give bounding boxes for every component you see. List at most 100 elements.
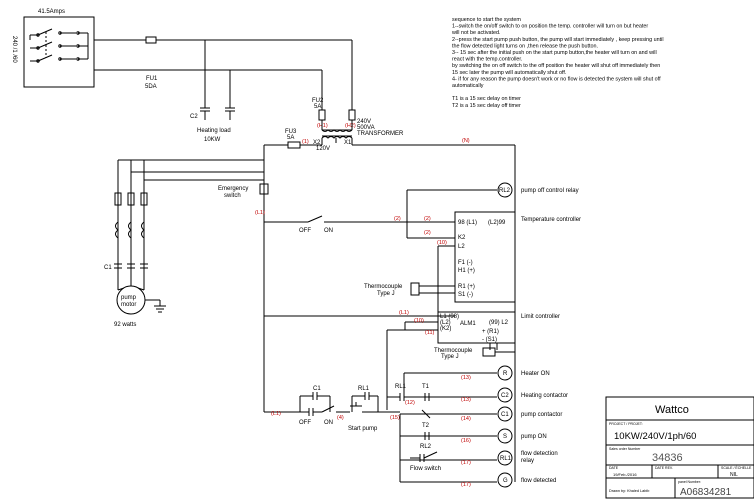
- off-label: OFF: [299, 228, 311, 234]
- rev-label: DATE REV.: [655, 466, 673, 470]
- flow-detected-label: flow detected: [521, 478, 556, 484]
- note-line: 4- if for any reason the pump doesn't wo…: [452, 76, 661, 82]
- wire-13b: (13): [461, 397, 471, 403]
- date-value: 19/Feb./2016: [613, 472, 637, 477]
- wire-l1-mid: (L1): [399, 310, 409, 316]
- ground-symbol: [145, 299, 166, 313]
- lc-alm: ALM1: [460, 321, 476, 327]
- lc-99: (99) L2: [489, 320, 509, 326]
- wire-12: (12): [405, 400, 415, 406]
- control-bus-top: [263, 144, 516, 482]
- motor-fuse-2: [127, 192, 135, 206]
- temperature-controller-box: [454, 211, 516, 303]
- rl1-t1-contacts: [387, 393, 430, 401]
- lamp-r-label: R: [503, 371, 508, 377]
- transformer-voltage: 240V: [357, 119, 371, 125]
- order-number: 34836: [652, 452, 683, 464]
- pump-on-lamp: [497, 428, 513, 444]
- fu2-fuse-left: [318, 109, 326, 121]
- lc-s1: - (S1): [482, 337, 497, 343]
- wire-16: (16): [461, 438, 471, 444]
- heating-contactor-coil: [497, 387, 513, 403]
- wire-17b: (17): [461, 482, 471, 488]
- fu2-rating: 5A: [314, 104, 321, 110]
- note-line: sequence to start the system: [452, 17, 521, 23]
- heating-load-label: Heating load: [197, 128, 231, 134]
- tc-k2: K2: [458, 235, 466, 241]
- pump-on-label: pump ON: [521, 434, 547, 440]
- motor-branch: [29, 35, 264, 290]
- contact-rl1-label: RL1: [395, 384, 407, 390]
- tc-l1: 98 (L1): [458, 220, 477, 226]
- on-off-switch-line: [264, 215, 455, 223]
- fu1-rating: 5DA: [145, 84, 157, 90]
- start-pump-label: Start pump: [348, 426, 378, 432]
- limit-controller-label: Limit controller: [521, 314, 560, 320]
- fu3-rating: 5A: [287, 135, 294, 141]
- drawn-by: Drawn by: Khaled Labib: [609, 489, 649, 493]
- heating-contact-c2: [200, 107, 235, 120]
- transformer-symbol: [321, 120, 353, 145]
- on-label: ON: [324, 228, 333, 234]
- supply-amps: 41.5Amps: [38, 9, 65, 15]
- wire-l1-top: (L1): [255, 210, 265, 216]
- company-name: Wattco: [655, 404, 689, 416]
- emergency-label-2: switch: [224, 193, 241, 199]
- wire-2a: (2): [394, 216, 401, 222]
- limit-controller-box: [437, 311, 516, 344]
- coil-rl1-label: RL1: [500, 456, 512, 462]
- motor-contacts-c1: [114, 263, 148, 269]
- date-label: DATE: [609, 466, 619, 470]
- note-line: 3-- 15 sec after the initial push on the…: [452, 50, 657, 56]
- wire-2c: (2): [424, 230, 431, 236]
- fu3-fuse: [287, 141, 301, 149]
- motor-label-2: motor: [121, 302, 136, 308]
- lc-k2: (K2): [440, 326, 451, 332]
- contact-t1-label: T1: [422, 384, 430, 390]
- note-line: 15 sec later the pump will automatically…: [452, 70, 566, 76]
- note-line: 1--switch the on/off switch to on positi…: [452, 24, 648, 30]
- scale-label: SCALE / ÉCHELLE: [721, 465, 752, 470]
- project-label: PROJECT / PROJET:: [609, 422, 643, 426]
- wire-l1-bottom: (L1): [271, 411, 281, 417]
- tc-f1: F1 (-): [458, 260, 473, 266]
- transformer-x2: X2: [313, 140, 321, 146]
- note-line: automatically: [452, 83, 484, 89]
- thermo-1-label-b: Type J: [377, 291, 395, 297]
- supply-voltage: 240 /1 /60: [11, 36, 17, 63]
- contact-rl2-label: RL2: [420, 444, 432, 450]
- heating-load-power: 10KW: [204, 137, 221, 143]
- thermo-2-label-a: Thermocouple: [434, 348, 473, 354]
- disconnect-switch-blades: [30, 28, 89, 63]
- disconnect-box: [23, 16, 95, 88]
- coil-c1-label: C1: [501, 412, 509, 418]
- heater-on-label: Heater ON: [521, 371, 550, 377]
- motor-fuse-1: [114, 192, 122, 206]
- wire-10-mid: (10): [414, 318, 424, 324]
- panel-label: panel Number:: [678, 480, 701, 484]
- wire-17a: (17): [461, 460, 471, 466]
- tc-s1: S1 (-): [458, 292, 473, 298]
- note-line: T2 is a 15 sec delay off timer: [452, 103, 521, 109]
- wire-11: (11): [425, 330, 435, 336]
- transformer-va: 500VA: [357, 125, 375, 131]
- lc-r1: + (R1): [482, 329, 499, 335]
- title-block-frame: [605, 396, 754, 499]
- tc-r1: R1 (+): [458, 284, 475, 290]
- wire-2b: (2): [424, 216, 431, 222]
- note-line: the flow detected light turns on ,then r…: [452, 43, 598, 49]
- note-line: 2--press the start pump push button, the…: [452, 37, 664, 43]
- heater-on-lamp: [497, 365, 513, 381]
- contact-t2-label: T2: [422, 423, 430, 429]
- fu1-fuse: [145, 36, 157, 44]
- motor-power: 92 watts: [114, 322, 136, 328]
- motor-label-1: pump: [121, 295, 137, 301]
- note-line: by switching the on off switch to the of…: [452, 63, 660, 69]
- flow-relay-label-2: relay: [521, 458, 534, 464]
- order-label: Sales order Number: [609, 447, 641, 451]
- supply-lines: [94, 39, 353, 110]
- contact-rl1-seal-label: RL1: [358, 386, 370, 392]
- lamp-s-label: S: [503, 434, 507, 440]
